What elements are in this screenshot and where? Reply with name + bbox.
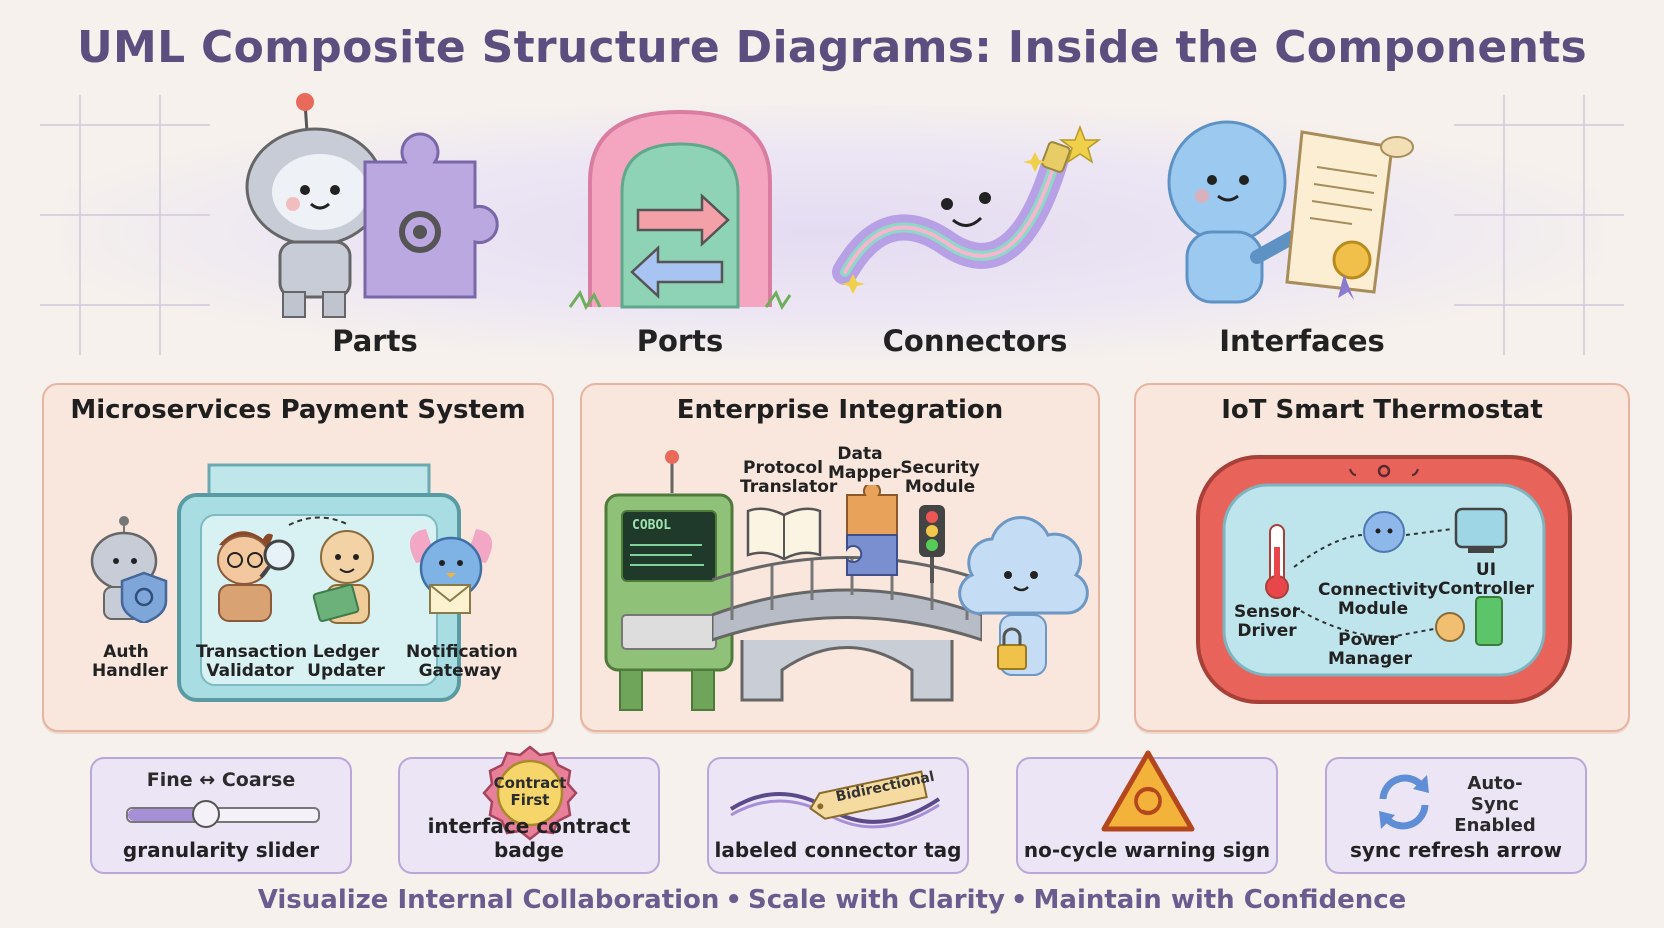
granularity-slider[interactable] bbox=[126, 800, 320, 828]
robot-puzzle-icon bbox=[245, 93, 499, 318]
book-icon bbox=[746, 507, 822, 561]
concept-connectors: Connectors bbox=[825, 92, 1125, 362]
concept-label: Parts bbox=[332, 324, 418, 358]
part-label: Sensor Driver bbox=[1233, 602, 1301, 641]
concept-interfaces: Interfaces bbox=[1152, 92, 1452, 362]
part-label: Ledger Updater bbox=[307, 642, 385, 681]
panel-title: IoT Smart Thermostat bbox=[1221, 395, 1543, 425]
footer-item: Scale with Clarity bbox=[748, 885, 1005, 915]
part-label: Protocol Translator bbox=[740, 458, 838, 497]
warning-sign-icon bbox=[1101, 750, 1195, 832]
contract-scroll-icon bbox=[1167, 120, 1414, 304]
part-label: Power Manager bbox=[1328, 630, 1413, 669]
page-title: UML Composite Structure Diagrams: Inside… bbox=[76, 22, 1588, 73]
badge-caption: labeled connector tag bbox=[714, 838, 962, 862]
footer-item: Maintain with Confidence bbox=[1033, 885, 1407, 915]
concept-label: Ports bbox=[636, 324, 724, 358]
grid-decoration-left bbox=[40, 95, 210, 355]
panel-iot: IoT Smart Thermostat Sensor Driver Conne… bbox=[1134, 383, 1630, 732]
part-label: Data Mapper bbox=[828, 444, 901, 483]
footer-separator: • bbox=[1010, 885, 1028, 915]
part-label: UI Controller bbox=[1437, 560, 1534, 599]
footer-item: Visualize Internal Collaboration bbox=[257, 885, 720, 915]
badge-no-cycle-warning: no-cycle warning sign bbox=[1016, 750, 1278, 874]
panel-title: Enterprise Integration bbox=[676, 395, 1004, 425]
concept-label: Connectors bbox=[882, 324, 1068, 358]
sync-refresh-icon bbox=[1379, 774, 1429, 830]
cloud-lock-icon bbox=[958, 516, 1089, 676]
badge-caption: interface contract badge bbox=[427, 814, 631, 862]
slider-knob[interactable] bbox=[192, 800, 220, 828]
part-label: Notification Gateway bbox=[406, 642, 518, 681]
grid-decoration-right bbox=[1454, 95, 1624, 355]
footer-tagline: Visualize Internal Collaboration•Scale w… bbox=[0, 885, 1664, 915]
contract-badge-text: Contract First bbox=[493, 774, 567, 809]
sync-text: Auto-Sync Enabled bbox=[1454, 773, 1536, 836]
badge-caption: no-cycle warning sign bbox=[1023, 838, 1271, 862]
mainframe-robot-icon bbox=[604, 450, 734, 711]
door-arrows-icon bbox=[568, 109, 792, 311]
badge-interface-contract: Contract First interface contract badge bbox=[398, 745, 660, 874]
footer-separator: • bbox=[725, 885, 743, 915]
notification-bird-icon bbox=[409, 529, 493, 614]
connector-tag-icon bbox=[729, 770, 941, 829]
part-label: Security Module bbox=[900, 458, 980, 497]
panel-title: Microservices Payment System bbox=[70, 395, 526, 425]
traffic-light-icon bbox=[919, 505, 945, 583]
badge-sync-refresh: Auto-Sync Enabled sync refresh arrow bbox=[1325, 757, 1587, 874]
badge-caption: sync refresh arrow bbox=[1349, 838, 1563, 862]
part-label: Auth Handler bbox=[92, 642, 168, 681]
validator-person-icon bbox=[217, 531, 295, 622]
ledger-person-icon bbox=[312, 530, 374, 624]
concept-parts: Parts bbox=[225, 92, 525, 362]
thermostat-device-icon bbox=[1196, 455, 1572, 704]
concept-label: Interfaces bbox=[1219, 324, 1385, 358]
slider-label: Fine ↔ Coarse bbox=[146, 769, 296, 791]
rainbow-cable-icon bbox=[832, 124, 1102, 294]
concept-ports: Ports bbox=[530, 92, 830, 362]
puzzle-icon bbox=[846, 485, 898, 576]
badge-caption: granularity slider bbox=[122, 838, 320, 862]
panel-microservices: Microservices Payment System bbox=[42, 383, 554, 732]
part-label: Connectivity Module bbox=[1318, 580, 1439, 619]
panel-enterprise: Enterprise Integration COBOL bbox=[580, 383, 1100, 732]
cobol-screen-text: COBOL bbox=[632, 518, 672, 533]
auth-robot-icon bbox=[90, 516, 168, 623]
contract-badge-icon bbox=[482, 745, 578, 841]
badge-connector-tag: Bidirectional labeled connector tag bbox=[707, 757, 969, 874]
part-label: Transaction Validator bbox=[196, 642, 308, 681]
badge-granularity-slider: Fine ↔ Coarse granularity slider bbox=[90, 757, 352, 874]
